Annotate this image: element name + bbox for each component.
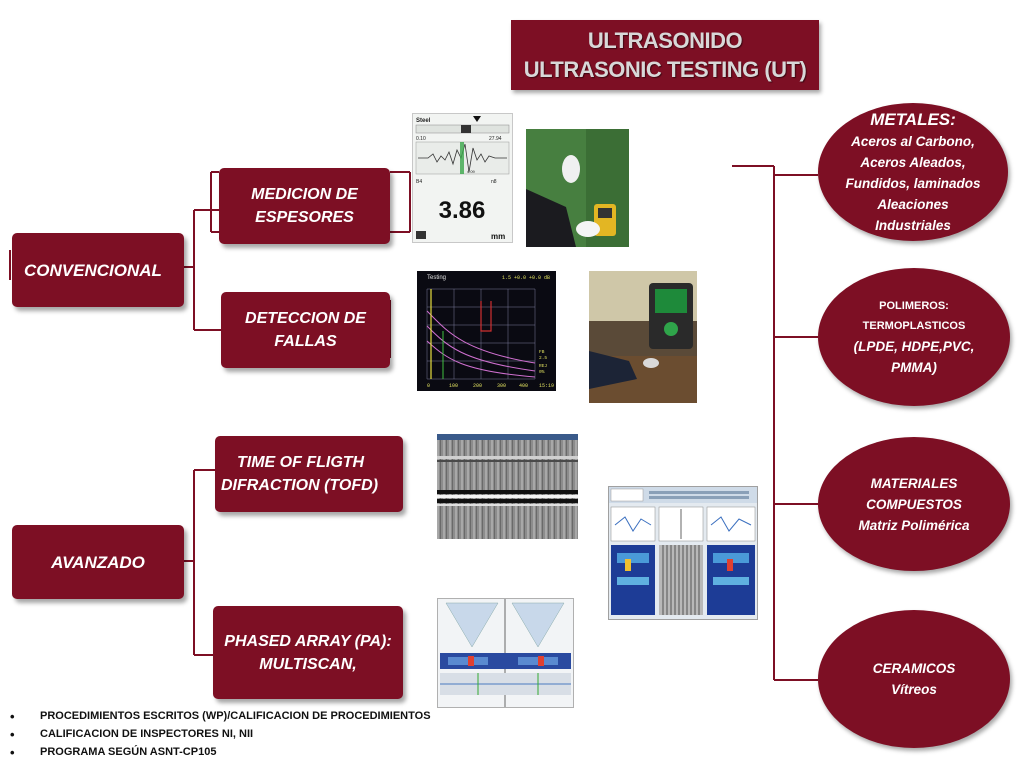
polimeros-line-1: POLIMEROS:: [879, 300, 949, 312]
gauge-reading: 3.86: [439, 197, 486, 224]
flaw-detector-screen: Testing 1.5 +0.0 +0.0 dB FB 2.5 REJ 0% 0…: [417, 271, 556, 391]
method-espesores-line-1: MEDICION DE: [251, 186, 358, 203]
gauge-photo: [526, 129, 629, 247]
material-ceramicos: CERAMICOS Vítreos: [818, 610, 1010, 748]
ceramicos-line-1: CERAMICOS: [872, 661, 956, 676]
bullet-dot: •: [10, 726, 15, 742]
flaw-tick-2: 200: [473, 383, 482, 389]
flaw-header: 1.5 +0.0 +0.0 dB: [502, 275, 550, 281]
flaw-side-3: REJ: [539, 363, 547, 369]
method-phased-array: PHASED ARRAY (PA): MULTISCAN,: [213, 606, 403, 699]
phased-array-scan-image: [437, 598, 574, 708]
flaw-tick-3: 300: [497, 383, 506, 389]
phased-array-software: [609, 487, 757, 619]
flaw-side-2: 2.5: [539, 355, 547, 361]
gauge-photo-image: [526, 129, 629, 247]
category-avanzado-label: AVANZADO: [51, 552, 145, 572]
bullet-item: • PROGRAMA SEGÚN ASNT-CP105: [10, 743, 431, 761]
method-medicion-espesores: MEDICION DE ESPESORES: [219, 168, 390, 244]
thickness-gauge-screen: Steel 0.10 27.94 4.09 B4 n8 3.86 mm: [415, 116, 510, 241]
bullet-item: • CALIFICACION DE INSPECTORES NI, NII: [10, 725, 431, 743]
compuestos-line-2: COMPUESTOS: [866, 496, 962, 512]
gauge-val-right: 27.94: [489, 136, 502, 142]
compuestos-line-1: MATERIALES: [870, 475, 958, 491]
thickness-gauge-image: Steel 0.10 27.94 4.09 B4 n8 3.86 mm: [412, 113, 513, 243]
flaw-tick-0: 0: [427, 383, 430, 389]
metales-heading: METALES:: [870, 109, 956, 129]
category-convencional-label: CONVENCIONAL: [24, 260, 162, 280]
flaw-label: Testing: [427, 275, 446, 281]
method-espesores-line-2: ESPESORES: [255, 209, 354, 226]
method-tofd-line-2: DIFRACTION (TOFD): [221, 477, 379, 494]
polimeros-line-4: PMMA): [891, 360, 937, 375]
polimeros-line-2: TERMOPLASTICOS: [862, 320, 966, 332]
metales-line-1: Aceros al Carbono,: [851, 133, 975, 149]
metales-line-4: Aleaciones: [877, 196, 949, 212]
flaw-side-4: 0%: [539, 369, 545, 375]
method-pa-line-1: PHASED ARRAY (PA):: [224, 632, 392, 650]
method-fallas-line-2: FALLAS: [274, 333, 337, 350]
bullet-text-1: PROCEDIMIENTOS ESCRITOS (WP)/CALIFICACIO…: [40, 710, 431, 722]
gauge-material: Steel: [416, 118, 431, 124]
gauge-unit: mm: [491, 232, 505, 241]
metales-line-2: Aceros Aleados,: [860, 154, 966, 170]
method-pa-line-2: MULTISCAN,: [259, 655, 357, 673]
method-fallas-line-1: DETECCION DE: [245, 310, 366, 327]
tofd-scan: [437, 434, 578, 539]
flaw-tick-4: 400: [519, 383, 528, 389]
gauge-b-right: n8: [491, 179, 497, 185]
flaw-tick-1: 100: [449, 383, 458, 389]
main-title: ULTRASONIDO ULTRASONIC TESTING (UT): [511, 20, 819, 90]
polimeros-line-3: (LPDE, HDPE,PVC,: [853, 339, 975, 354]
phased-array-software-image: [608, 486, 758, 620]
method-tofd-line-1: TIME OF FLIGTH: [237, 454, 365, 471]
metales-line-3: Fundidos, laminados: [845, 175, 981, 191]
title-line-1: ULTRASONIDO: [587, 28, 743, 53]
category-avanzado: AVANZADO: [12, 525, 184, 599]
flaw-detector-photo: [589, 271, 697, 403]
material-metales: METALES: Aceros al Carbono, Aceros Alead…: [818, 103, 1008, 241]
gauge-val-left: 0.10: [416, 136, 426, 142]
flaw-status: 15:19: [539, 383, 554, 389]
tofd-scan-image: [437, 434, 578, 539]
ceramicos-line-2: Vítreos: [891, 682, 937, 697]
bullet-list: • PROCEDIMIENTOS ESCRITOS (WP)/CALIFICAC…: [10, 707, 431, 761]
compuestos-line-3: Matriz Polimérica: [858, 517, 970, 533]
title-line-2: ULTRASONIC TESTING (UT): [523, 57, 807, 82]
metales-line-5: Industriales: [875, 217, 951, 233]
flaw-side-1: FB: [539, 349, 545, 355]
method-deteccion-fallas: DETECCION DE FALLAS: [221, 292, 390, 368]
gauge-val-mid: 4.09: [467, 169, 476, 174]
material-compuestos: MATERIALES COMPUESTOS Matriz Polimérica: [818, 437, 1010, 571]
flaw-detector-screen-image: Testing 1.5 +0.0 +0.0 dB FB 2.5 REJ 0% 0…: [417, 271, 556, 391]
bullet-dot: •: [10, 708, 15, 724]
flaw-detector-photo-image: [589, 271, 697, 403]
method-tofd: TIME OF FLIGTH DIFRACTION (TOFD): [215, 436, 403, 512]
bullet-item: • PROCEDIMIENTOS ESCRITOS (WP)/CALIFICAC…: [10, 707, 431, 725]
category-convencional: CONVENCIONAL: [12, 233, 184, 307]
phased-array-scan: [438, 599, 573, 707]
bullet-dot: •: [10, 744, 15, 760]
bullet-text-2: CALIFICACION DE INSPECTORES NI, NII: [40, 728, 254, 740]
material-polimeros: POLIMEROS: TERMOPLASTICOS (LPDE, HDPE,PV…: [818, 268, 1010, 406]
gauge-b-left: B4: [416, 179, 422, 185]
bullet-text-3: PROGRAMA SEGÚN ASNT-CP105: [40, 746, 217, 758]
